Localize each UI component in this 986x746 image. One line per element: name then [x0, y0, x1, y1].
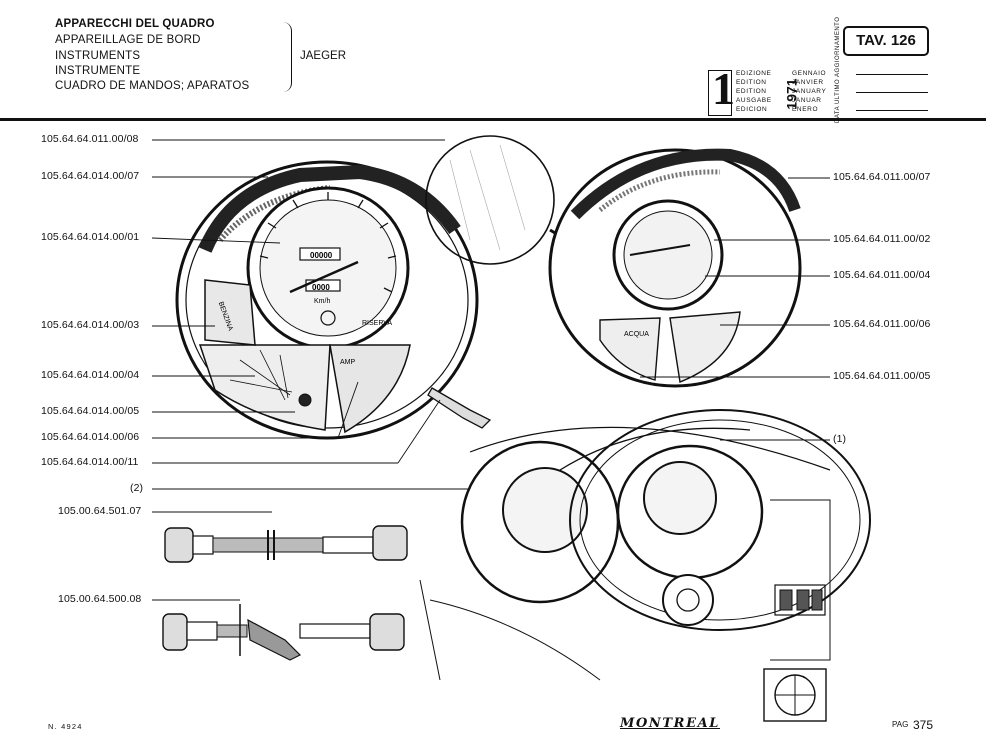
left-cluster-hood [198, 164, 461, 253]
sender-plug [427, 387, 492, 429]
part-label: 105.64.64.014.00/07 [41, 170, 140, 182]
water-temp-gauge [599, 317, 661, 381]
edition-box: 1 EDIZIONE EDITION EDITION AUSGABE EDICI… [706, 64, 846, 118]
part-label: 105.64.64.011.00/05 [833, 370, 931, 382]
reserve-text: RISERVA [362, 320, 392, 327]
part-label: 105.64.64.014.00/03 [41, 319, 140, 331]
oil-gauge [669, 311, 741, 383]
glass-lens [425, 135, 555, 265]
page-number: 375 [913, 718, 934, 732]
edition-word: EDICION [736, 106, 768, 113]
manufacturer-logo: MONTREAL [620, 716, 721, 731]
horn-button [662, 574, 714, 626]
edition-month: JANUARY [792, 88, 827, 95]
drawing-number: N. 4924 [48, 722, 83, 731]
part-label: (1) [833, 433, 847, 445]
speedometer-needle [289, 260, 359, 294]
part-label: 105.00.64.501.07 [58, 505, 142, 517]
page-label: PAG [892, 720, 909, 729]
water-text: ACQUA [624, 331, 649, 338]
part-label: 105.00.64.500.08 [58, 593, 142, 605]
right-cluster-housing [548, 148, 802, 388]
part-label: 105.64.64.014.00/06 [41, 431, 140, 443]
edition-word: AUSGABE [736, 97, 772, 104]
part-label: 105.64.64.014.00/01 [41, 231, 140, 243]
edition-word: EDIZIONE [736, 70, 772, 77]
edition-word: EDITION [736, 79, 767, 86]
steering-wheel [569, 409, 871, 631]
edition-month: GENNAIO [792, 70, 827, 77]
table-number: TAV. 126 [843, 26, 929, 56]
fuel-gauge-panel [204, 279, 256, 346]
edition-month: ENERO [792, 106, 819, 113]
ammeter-panel [329, 344, 411, 434]
title-line-de: INSTRUMENTE [55, 65, 141, 77]
logo-box [763, 668, 827, 722]
part-label: 105.64.64.011.00/08 [41, 133, 139, 145]
part-label: 105.64.64.014.00/11 [41, 456, 139, 468]
amp-text: AMP [340, 359, 356, 366]
title-line-fr: APPAREILLAGE DE BORD [55, 34, 201, 46]
part-label: (2) [130, 482, 144, 494]
edition-month: JANUAR [792, 97, 822, 104]
edition-word: EDITION [736, 88, 767, 95]
brand-name: JAEGER [300, 50, 347, 62]
speedometer-cable-2 [162, 604, 405, 661]
title-line-it: APPARECCHI DEL QUADRO [55, 18, 215, 30]
part-label: 105.64.64.011.00/06 [833, 318, 931, 330]
odometer-text: 00000 [310, 251, 333, 260]
part-label: 105.64.64.014.00/04 [41, 369, 140, 381]
title-line-es: CUADRO DE MANDOS; APARATOS [55, 80, 250, 92]
trip-text: 0000 [312, 283, 330, 292]
edition-month: JANVIER [792, 79, 824, 86]
speedo-units-text: Km/h [314, 298, 330, 305]
title-line-en: INSTRUMENTS [55, 50, 141, 62]
header-rule [0, 118, 986, 121]
part-label: 105.64.64.011.00/02 [833, 233, 931, 245]
part-label: 105.64.64.014.00/05 [41, 405, 140, 417]
speedometer-cable-1 [164, 525, 408, 563]
clock-panel [198, 344, 331, 431]
part-label: 105.64.64.011.00/04 [833, 269, 931, 281]
part-label: 105.64.64.011.00/07 [833, 171, 931, 183]
title-brace [283, 22, 292, 92]
edition-number: 1 [712, 63, 735, 114]
